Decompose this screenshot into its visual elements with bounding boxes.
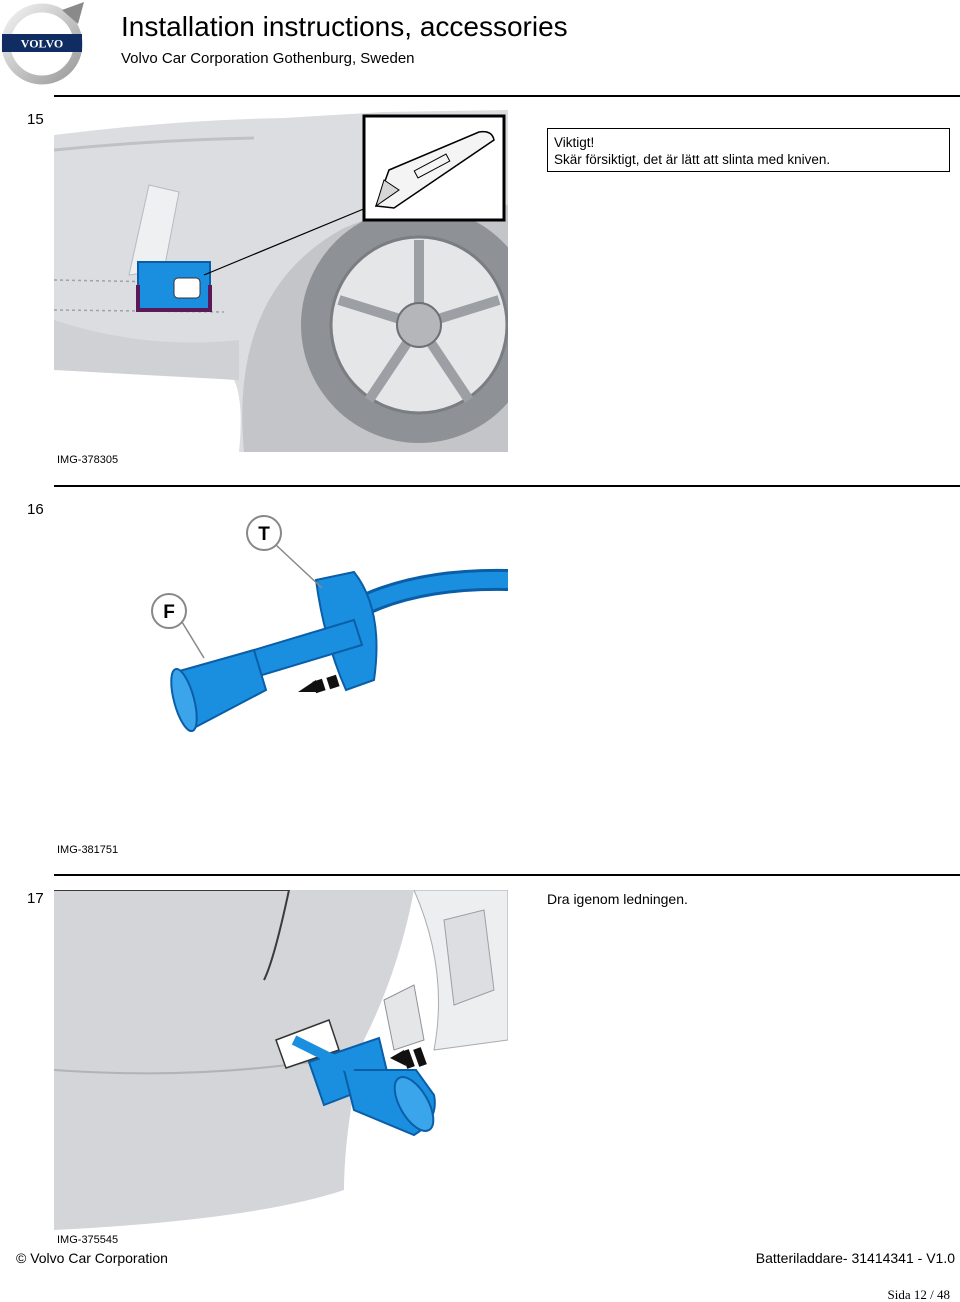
footer-copyright: © Volvo Car Corporation bbox=[16, 1250, 168, 1266]
callout-f: F bbox=[163, 602, 175, 623]
step-number: 17 bbox=[27, 890, 44, 907]
warning-text: Skär försiktigt, det är lätt att slinta … bbox=[554, 152, 831, 167]
document-title: Installation instructions, accessories bbox=[121, 11, 568, 42]
logo-wordmark: VOLVO bbox=[21, 37, 63, 51]
step-number: 16 bbox=[27, 501, 44, 518]
step-divider bbox=[54, 95, 960, 97]
cable-pull-through-illustration bbox=[54, 890, 508, 1230]
volvo-logo: VOLVO bbox=[1, 2, 84, 85]
bumper-cut-illustration bbox=[54, 110, 508, 452]
step-number: 15 bbox=[27, 111, 44, 128]
image-id: IMG-378305 bbox=[57, 454, 119, 466]
warning-note: Viktigt! Skär försiktigt, det är lätt at… bbox=[547, 128, 950, 172]
step-instruction: Dra igenom ledningen. bbox=[547, 891, 688, 907]
image-id: IMG-381751 bbox=[57, 844, 119, 856]
page-number: Sida 12 / 48 bbox=[887, 1287, 950, 1302]
step-divider bbox=[54, 485, 960, 487]
image-id: IMG-375545 bbox=[57, 1234, 119, 1246]
document-subtitle: Volvo Car Corporation Gothenburg, Sweden bbox=[121, 50, 415, 67]
callout-t: T bbox=[258, 524, 270, 545]
step-divider bbox=[54, 874, 960, 876]
footer-document-id: Batteriladdare- 31414341 - V1.0 bbox=[755, 1250, 955, 1266]
warning-title: Viktigt! bbox=[554, 135, 595, 150]
cable-grommet-illustration: T F bbox=[54, 500, 508, 800]
